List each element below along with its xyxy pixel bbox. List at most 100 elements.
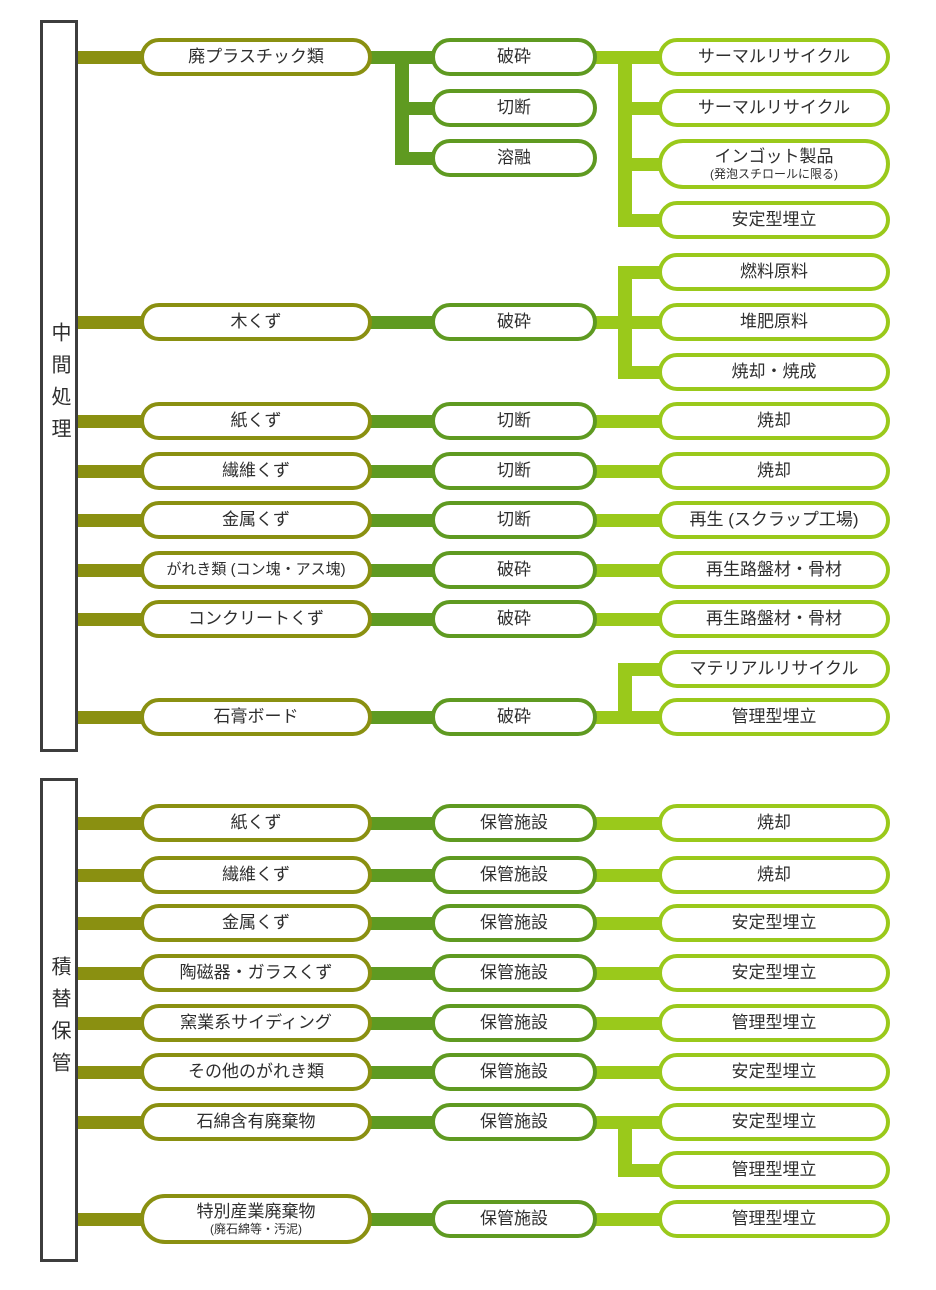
waste-label: 特別産業廃棄物 — [196, 1202, 316, 1222]
process-label: 溶融 — [497, 148, 531, 168]
connector — [618, 102, 662, 115]
process-node: 溶融 — [431, 139, 597, 177]
connector — [593, 817, 662, 830]
output-node: 焼却 — [658, 402, 890, 440]
waste-node: 紙くず — [140, 804, 372, 842]
waste-node: がれき類 (コン塊・アス塊) — [140, 551, 372, 589]
process-node: 保管施設 — [431, 804, 597, 842]
connector — [618, 266, 632, 379]
waste-node: 金属くず — [140, 904, 372, 942]
output-node: 管理型埋立 — [658, 698, 890, 736]
connector — [593, 564, 662, 577]
output-label: サーマルリサイクル — [697, 98, 851, 118]
connector — [593, 415, 662, 428]
output-node: 焼却・焼成 — [658, 353, 890, 391]
connector — [395, 102, 435, 115]
waste-label: 窯業系サイディング — [180, 1013, 332, 1033]
output-label: マテリアルリサイクル — [689, 659, 859, 679]
connector — [368, 869, 435, 882]
waste-label: 紙くず — [230, 813, 282, 833]
process-label: 保管施設 — [480, 1013, 548, 1033]
output-label: 焼却 — [757, 411, 791, 431]
process-label: 破砕 — [497, 47, 531, 67]
connector — [593, 1017, 662, 1030]
connector — [395, 152, 435, 165]
connector — [76, 613, 144, 626]
process-label: 保管施設 — [480, 1062, 548, 1082]
process-label: 保管施設 — [480, 1112, 548, 1132]
connector — [368, 711, 435, 724]
output-node: 管理型埋立 — [658, 1004, 890, 1042]
process-node: 保管施設 — [431, 954, 597, 992]
process-node: 破砕 — [431, 698, 597, 736]
waste-label: その他のがれき類 — [188, 1062, 324, 1082]
output-label: 再生路盤材・骨材 — [706, 609, 842, 629]
output-node: サーマルリサイクル — [658, 38, 890, 76]
connector — [368, 415, 435, 428]
output-label: 再生路盤材・骨材 — [706, 560, 842, 580]
waste-node: 陶磁器・ガラスくず — [140, 954, 372, 992]
connector — [76, 316, 144, 329]
output-node: 燃料原料 — [658, 253, 890, 291]
connector — [76, 51, 144, 64]
connector — [76, 514, 144, 527]
process-node: 破砕 — [431, 600, 597, 638]
process-label: 破砕 — [497, 707, 531, 727]
waste-label: 木くず — [230, 312, 282, 332]
connector — [593, 613, 662, 626]
connector — [618, 266, 662, 279]
connector — [368, 817, 435, 830]
waste-label: 石綿含有廃棄物 — [196, 1112, 316, 1132]
output-label: 安定型埋立 — [731, 1062, 817, 1082]
section-label: 積替保管 — [48, 956, 70, 1084]
output-label: 管理型埋立 — [731, 1013, 817, 1033]
connector — [76, 1017, 144, 1030]
waste-node: 石綿含有廃棄物 — [140, 1103, 372, 1141]
output-node: 再生路盤材・骨材 — [658, 600, 890, 638]
waste-node: 特別産業廃棄物 (廃石綿等・汚泥) — [140, 1194, 372, 1244]
waste-sublabel: (廃石綿等・汚泥) — [210, 1221, 302, 1236]
output-node: 焼却 — [658, 452, 890, 490]
process-node: 保管施設 — [431, 1103, 597, 1141]
process-label: 保管施設 — [480, 1209, 548, 1229]
waste-label: 繊維くず — [222, 865, 290, 885]
connector — [368, 967, 435, 980]
process-label: 破砕 — [497, 609, 531, 629]
connector — [593, 514, 662, 527]
process-label: 保管施設 — [480, 913, 548, 933]
waste-label: 紙くず — [230, 411, 282, 431]
waste-node: 廃プラスチック類 — [140, 38, 372, 76]
output-node: インゴット製品 (発泡スチロールに限る) — [658, 139, 890, 189]
connector — [368, 465, 435, 478]
output-label: 安定型埋立 — [731, 210, 817, 230]
connector — [76, 564, 144, 577]
output-node: マテリアルリサイクル — [658, 650, 890, 688]
output-node: 安定型埋立 — [658, 904, 890, 942]
process-label: 保管施設 — [480, 813, 548, 833]
process-label: 切断 — [497, 98, 531, 118]
connector — [593, 869, 662, 882]
output-sublabel: (発泡スチロールに限る) — [710, 166, 838, 181]
process-label: 破砕 — [497, 312, 531, 332]
waste-node: コンクリートくず — [140, 600, 372, 638]
waste-label: 金属くず — [222, 913, 290, 933]
process-label: 切断 — [497, 411, 531, 431]
connector — [618, 158, 662, 171]
output-node: 堆肥原料 — [658, 303, 890, 341]
process-node: 保管施設 — [431, 904, 597, 942]
output-label: 管理型埋立 — [731, 707, 817, 727]
waste-node: 繊維くず — [140, 856, 372, 894]
output-label: 安定型埋立 — [731, 1112, 817, 1132]
output-node: 安定型埋立 — [658, 1053, 890, 1091]
output-label: 安定型埋立 — [731, 963, 817, 983]
process-label: 保管施設 — [480, 865, 548, 885]
section-box-transfer-storage: 積替保管 — [40, 778, 78, 1262]
output-label: 管理型埋立 — [731, 1160, 817, 1180]
output-node: 焼却 — [658, 856, 890, 894]
output-label: 管理型埋立 — [731, 1209, 817, 1229]
section-label: 中間処理 — [48, 322, 70, 450]
connector — [76, 415, 144, 428]
waste-label: 金属くず — [222, 510, 290, 530]
process-node: 破砕 — [431, 303, 597, 341]
